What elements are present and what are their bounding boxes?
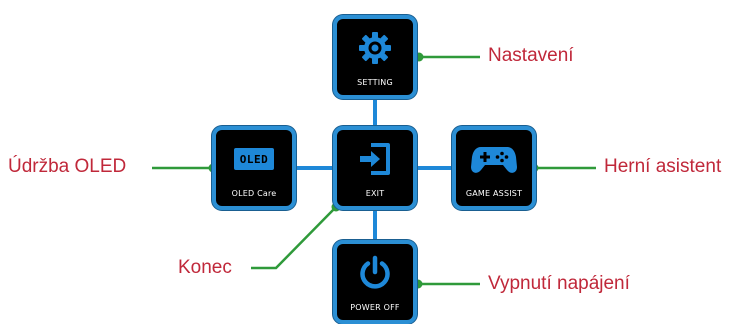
exit-tile[interactable]: EXIT xyxy=(333,126,417,210)
gear-icon xyxy=(337,29,413,67)
setting-tile[interactable]: SETTING xyxy=(333,15,417,99)
gamepad-icon xyxy=(456,140,532,178)
power-icon xyxy=(337,254,413,292)
exit-caption: EXIT xyxy=(365,189,385,198)
power-off-tile[interactable]: POWER OFF xyxy=(333,240,417,324)
oled-care-tile[interactable]: OLED OLED Care xyxy=(212,126,296,210)
oled-care-caption: OLED Care xyxy=(231,189,277,198)
callout-power-off: Vypnutí napájení xyxy=(488,273,630,294)
callout-game-assist: Herní asistent xyxy=(604,156,722,177)
setting-caption: SETTING xyxy=(357,78,393,87)
power-off-caption: POWER OFF xyxy=(350,303,400,312)
exit-icon xyxy=(337,140,413,178)
callout-exit: Konec xyxy=(178,257,232,278)
oled-badge-icon: OLED xyxy=(216,140,292,178)
oled-badge: OLED xyxy=(234,148,274,170)
callout-oled-care: Údržba OLED xyxy=(8,156,127,177)
game-assist-tile[interactable]: GAME ASSIST xyxy=(452,126,536,210)
callout-line-exit xyxy=(251,206,337,270)
game-assist-caption: GAME ASSIST xyxy=(465,189,523,198)
callout-setting: Nastavení xyxy=(488,45,574,66)
